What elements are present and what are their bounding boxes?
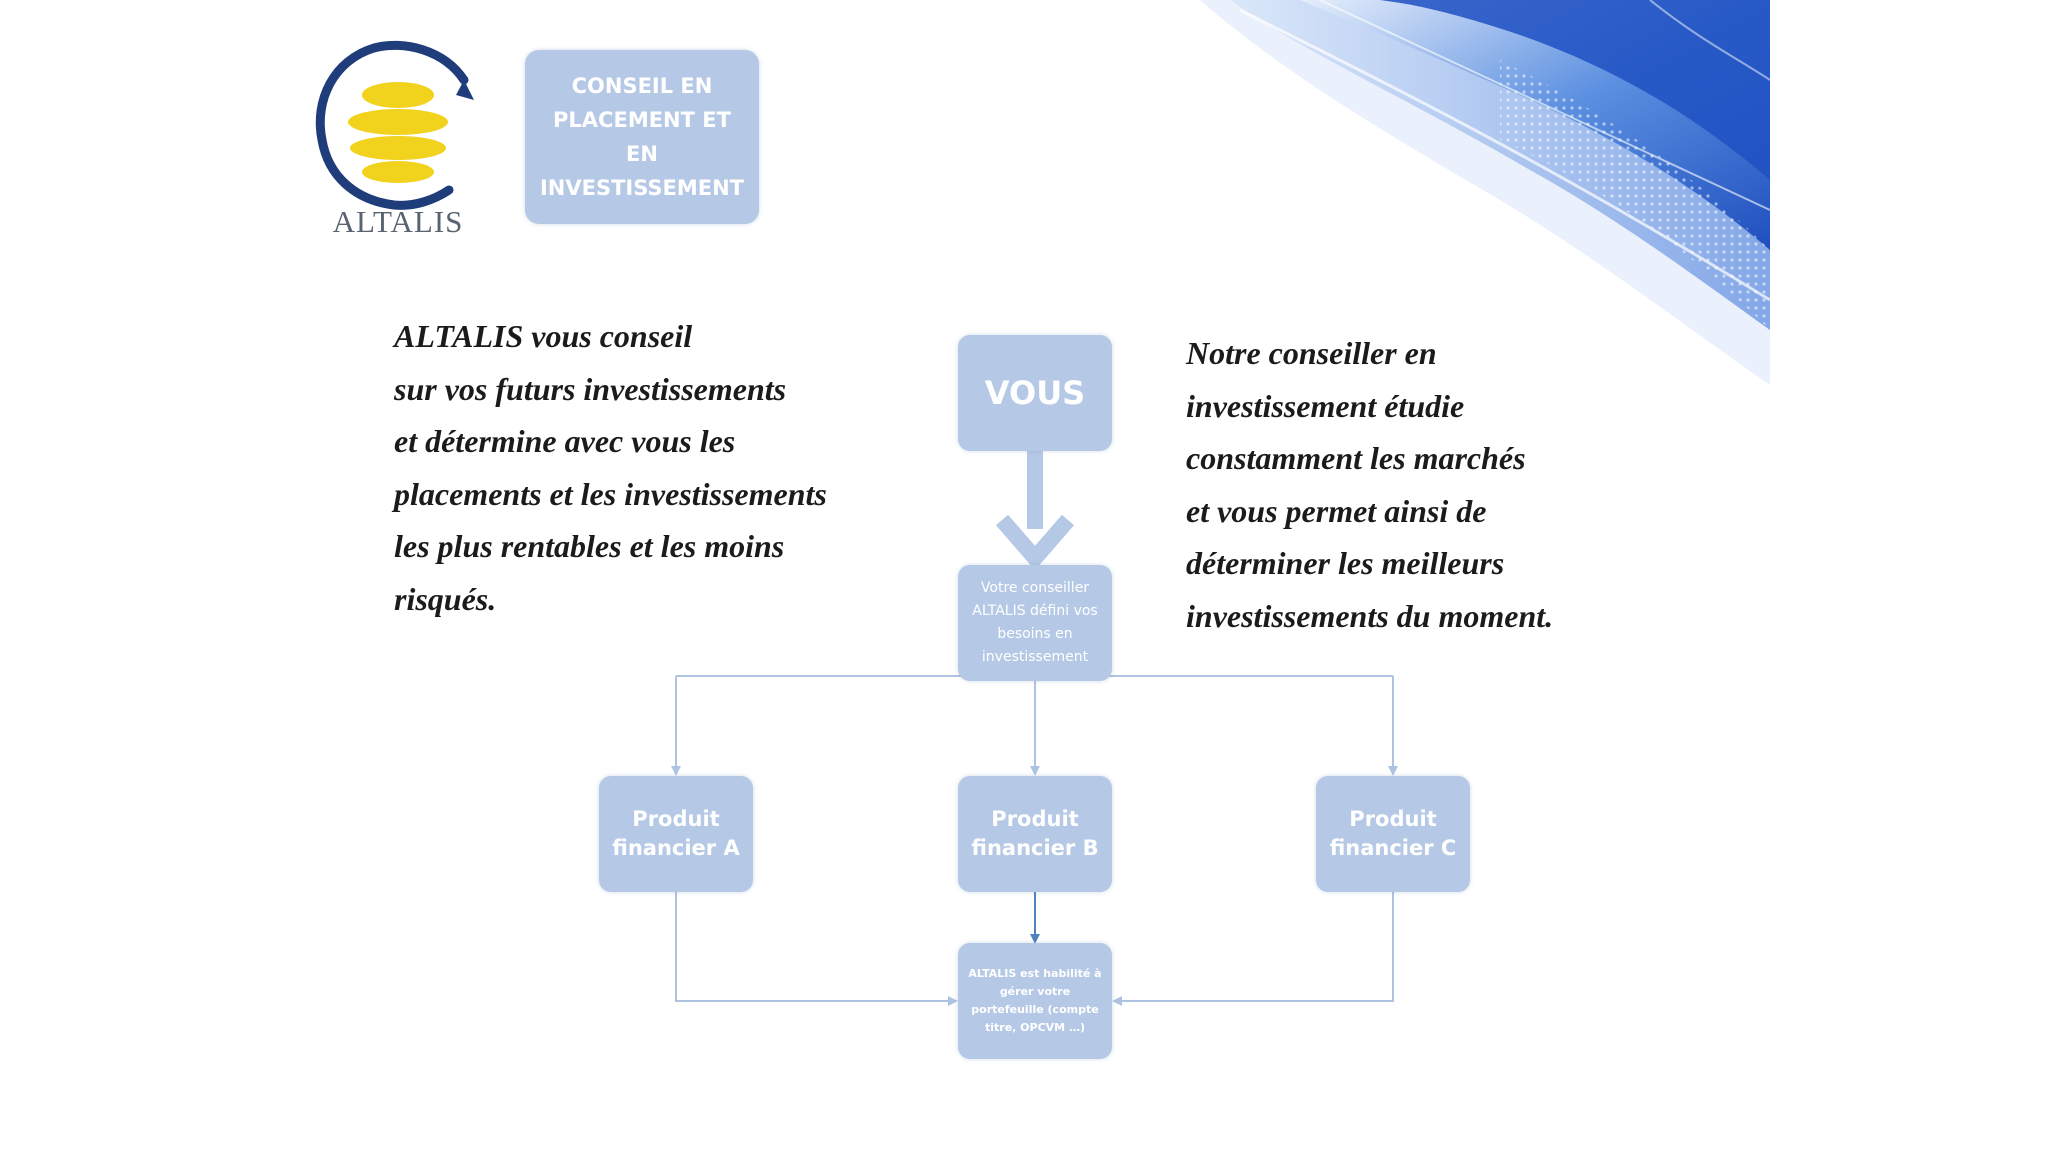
left-paragraph-line: sur vos futurs investissements: [394, 370, 787, 407]
arrowhead-gestion-top: [1030, 934, 1040, 944]
right-paragraph-line: et vous permet ainsi de: [1186, 492, 1487, 529]
right-paragraph-line: Notre conseiller en: [1186, 335, 1437, 371]
right-paragraph-line: constamment les marchés: [1186, 440, 1526, 476]
node-produit-c: Produit financier C: [1316, 776, 1470, 892]
big-arrow-head: [995, 514, 1075, 571]
left-paragraph: ALTALIS vous conseil sur vos futurs inve…: [394, 310, 827, 625]
logo-wordmark: ALTALIS: [332, 204, 464, 239]
arrowhead-b: [1030, 766, 1040, 776]
right-paragraph-line: investissement étudie: [1186, 387, 1465, 424]
left-paragraph-line: ALTALIS vous conseil: [394, 318, 693, 354]
altalis-logo: [315, 40, 474, 210]
left-paragraph-line: placements et les investissements: [394, 475, 827, 512]
left-paragraph-line: risqués.: [394, 580, 497, 617]
right-paragraph-line: investissements du moment.: [1186, 597, 1554, 634]
left-paragraph-line: les plus rentables et les moins: [394, 528, 785, 564]
arrowhead-c: [1388, 766, 1398, 776]
node-produit-a: Produit financier A: [599, 776, 753, 892]
title-badge: CONSEIL EN PLACEMENT ET EN INVESTISSEMEN…: [525, 50, 759, 224]
node-produit-b: Produit financier B: [958, 776, 1112, 892]
node-conseiller: Votre conseiller ALTALIS défini vos beso…: [958, 565, 1112, 681]
arrowhead-gestion-left: [948, 996, 958, 1006]
connector-c-to-gestion: [1118, 892, 1394, 1002]
big-arrow-shaft: [1027, 451, 1043, 529]
node-gestion: ALTALIS est habilité à gérer votre porte…: [958, 943, 1112, 1059]
right-paragraph: Notre conseiller en investissement étudi…: [1186, 327, 1553, 642]
arrowhead-a: [671, 766, 681, 776]
right-paragraph-line: déterminer les meilleurs: [1186, 545, 1505, 581]
connector-a-to-gestion: [675, 892, 952, 1002]
arrowhead-gestion-right: [1112, 996, 1122, 1006]
left-paragraph-line: et détermine avec vous les: [394, 423, 736, 459]
node-vous: VOUS: [958, 335, 1112, 451]
